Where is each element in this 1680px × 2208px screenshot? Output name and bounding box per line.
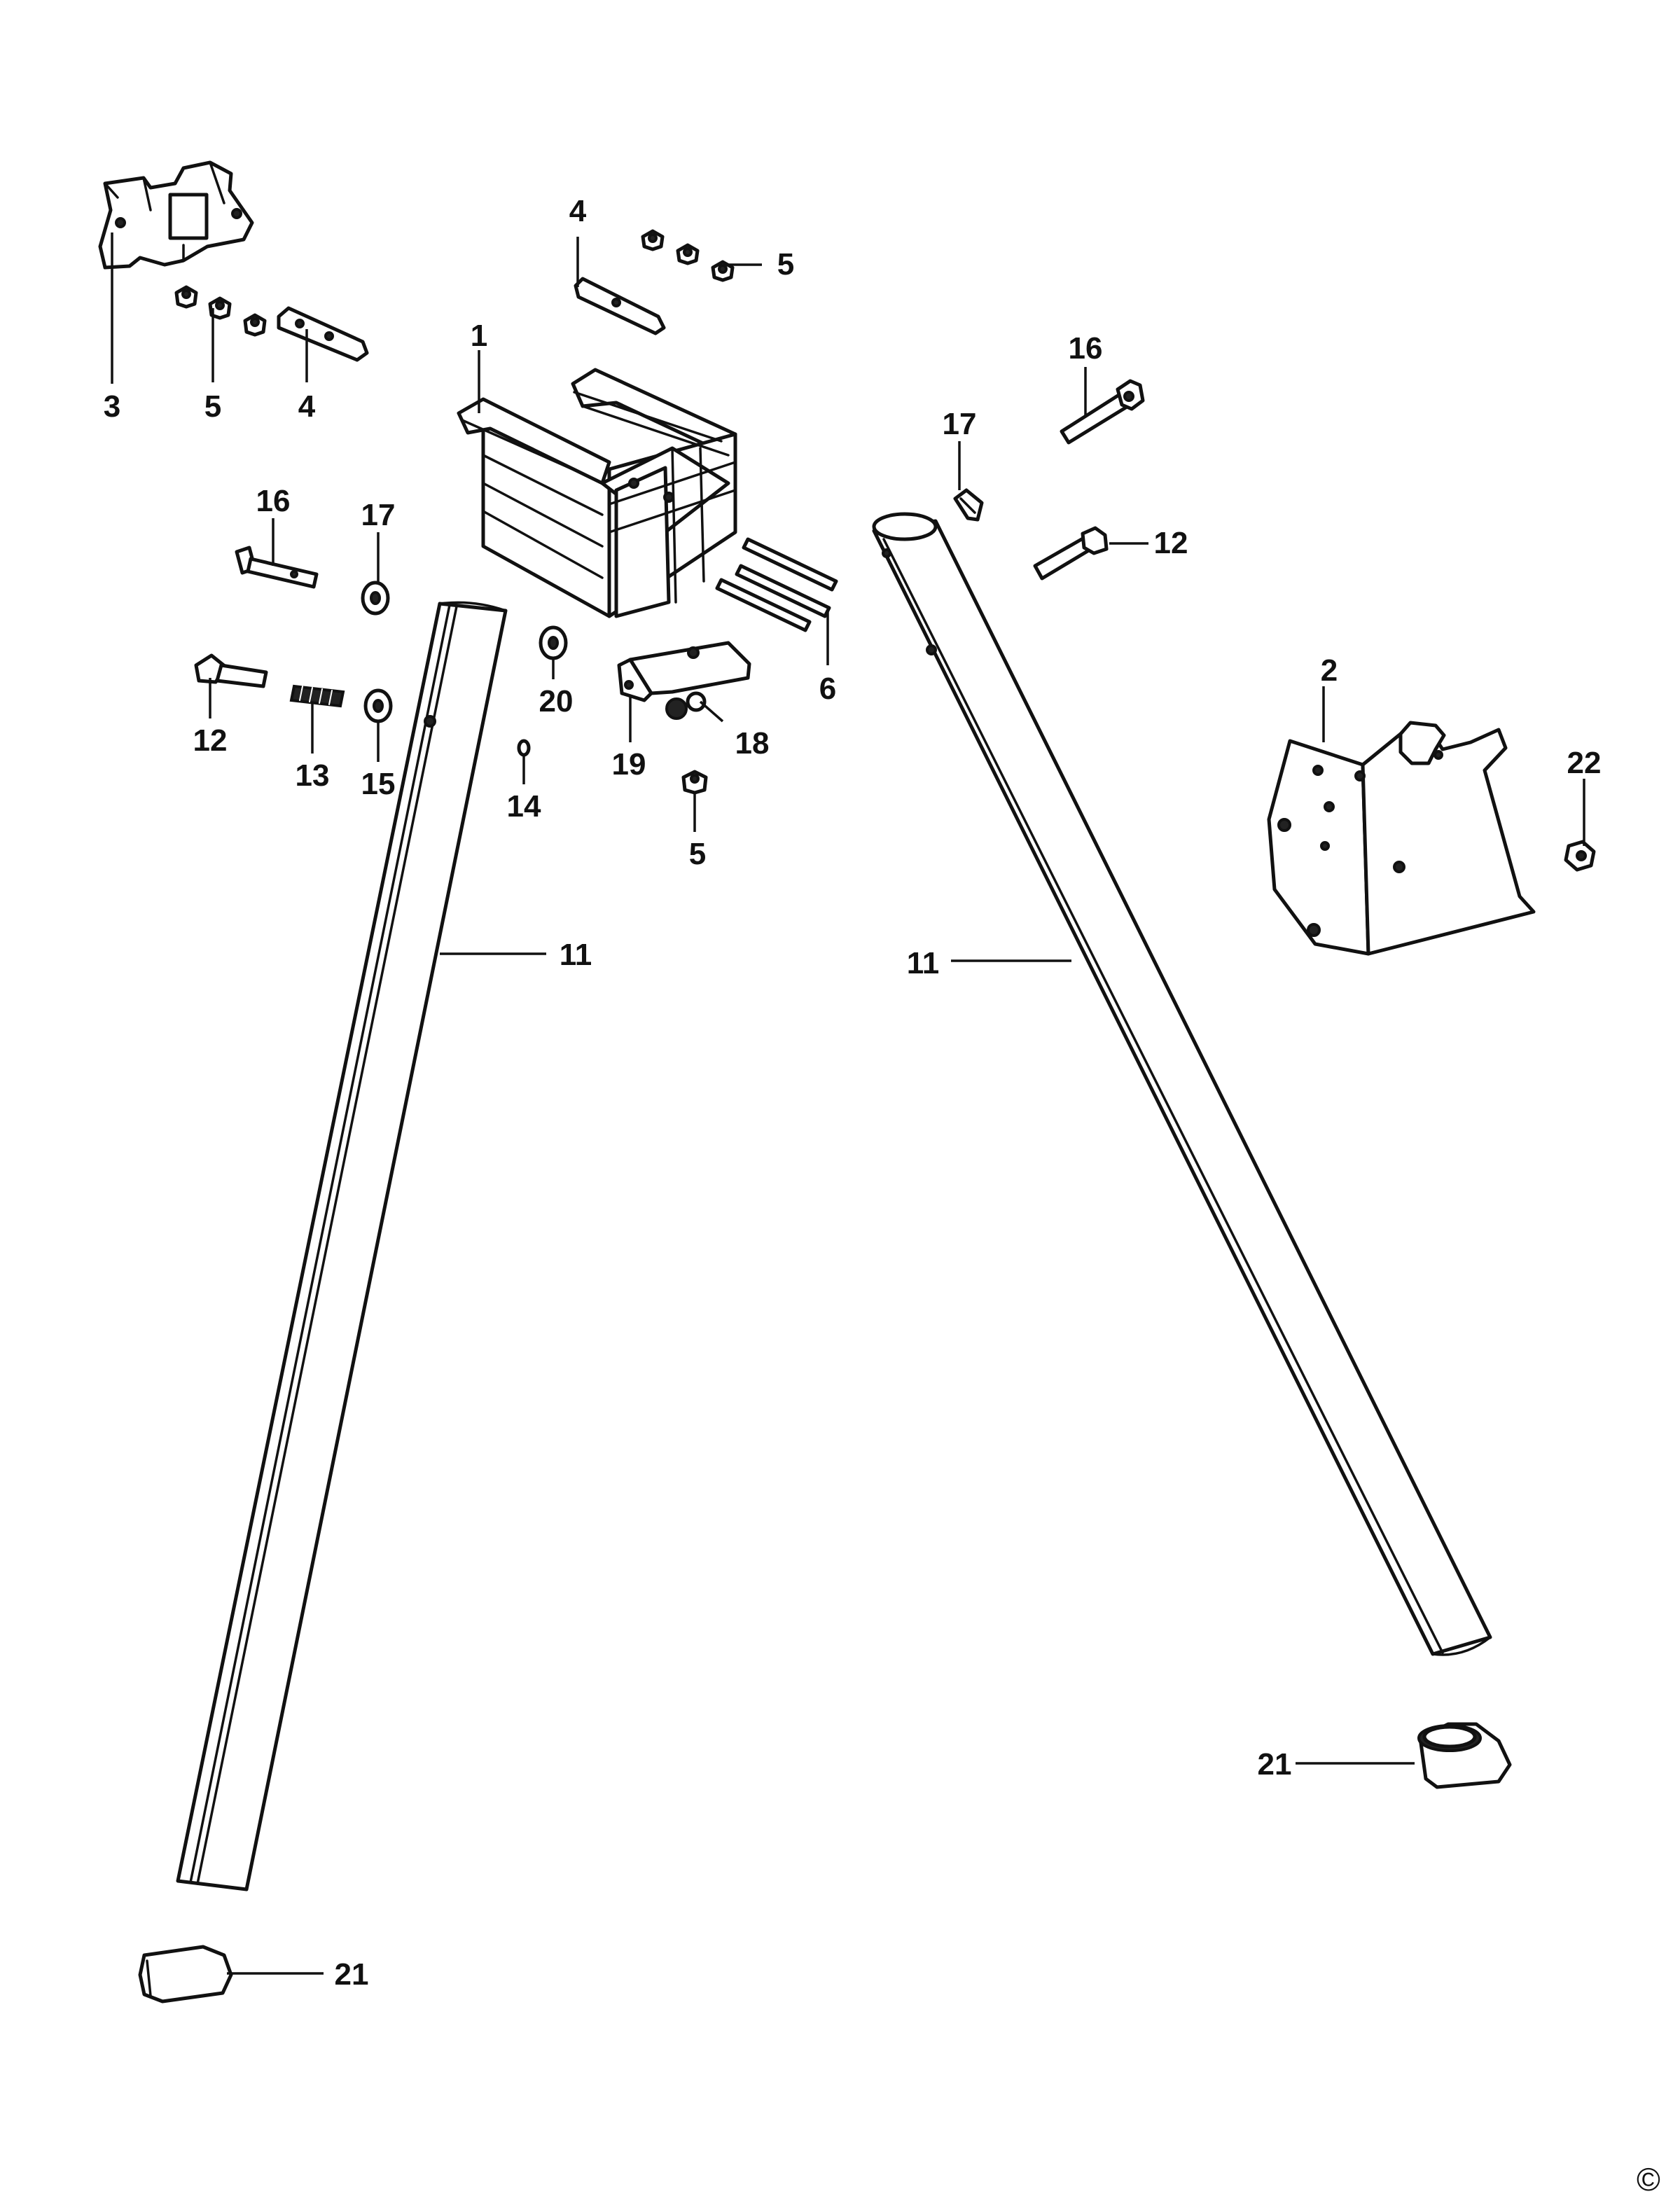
part-11-leg-right (872, 512, 1492, 1656)
part-19-bracket (617, 641, 751, 702)
part-21-foot-left (138, 1945, 233, 2004)
part-16-bolt-right (1060, 379, 1145, 445)
callout-20: 20 (539, 684, 574, 718)
callout-21-right: 21 (1258, 1747, 1292, 1782)
callout-5-top: 5 (777, 247, 794, 282)
callout-4-top: 4 (569, 194, 587, 228)
part-5-screws-left (174, 285, 267, 337)
part-13-spring (289, 684, 345, 708)
part-3-end-bracket (98, 160, 254, 270)
callout-18: 18 (735, 726, 770, 761)
callout-17-left: 17 (361, 498, 396, 532)
part-6-pins (715, 537, 838, 632)
callout-15: 15 (361, 767, 396, 801)
callout-16-left: 16 (256, 484, 291, 518)
part-1-head-casting (457, 368, 737, 618)
callout-22: 22 (1567, 746, 1602, 780)
leader-lines (111, 232, 1585, 1975)
callout-4-left: 4 (298, 389, 316, 424)
callout-1: 1 (471, 319, 487, 353)
part-17-washer-right (953, 488, 984, 522)
part-16-bolt-left (235, 546, 319, 589)
callout-12-left: 12 (193, 723, 228, 758)
callout-6: 6 (819, 672, 836, 706)
part-22-screw (1564, 840, 1596, 872)
part-5-screw-center (681, 770, 708, 795)
part-21-foot-right (1417, 1722, 1512, 1789)
part-12-bolt-right (1033, 526, 1109, 581)
part-15-washer (363, 688, 393, 723)
part-4-plate-left (277, 306, 369, 362)
part-20-washer (539, 625, 568, 660)
part-12-bolt-left (194, 653, 268, 688)
callout-13: 13 (296, 758, 330, 793)
callout-3: 3 (104, 389, 120, 424)
part-2-end-bracket (1267, 721, 1536, 956)
callout-21-left: 21 (335, 1957, 369, 1992)
part-11-leg-left (176, 601, 508, 1891)
part-14-ring (517, 739, 531, 757)
callout-labels: 3 5 4 4 5 1 16 17 12 6 16 17 12 13 15 20… (104, 194, 1602, 1992)
callout-5-center: 5 (689, 837, 706, 871)
callout-11-right: 11 (907, 946, 940, 980)
callout-5-left: 5 (204, 389, 221, 424)
callout-17-right: 17 (943, 407, 977, 441)
part-4-plate-top (574, 277, 666, 335)
part-17-washer-left (361, 581, 390, 616)
callout-16-right: 16 (1069, 331, 1103, 366)
callout-14: 14 (507, 789, 541, 824)
callout-11-left: 11 (560, 938, 592, 972)
callout-12-right: 12 (1154, 526, 1188, 560)
callout-2: 2 (1321, 653, 1338, 688)
callout-19: 19 (612, 747, 646, 782)
part-18-nuts (665, 691, 707, 720)
copyright-mark: © (1637, 2161, 1660, 2197)
part-5-screws-top (641, 229, 735, 282)
